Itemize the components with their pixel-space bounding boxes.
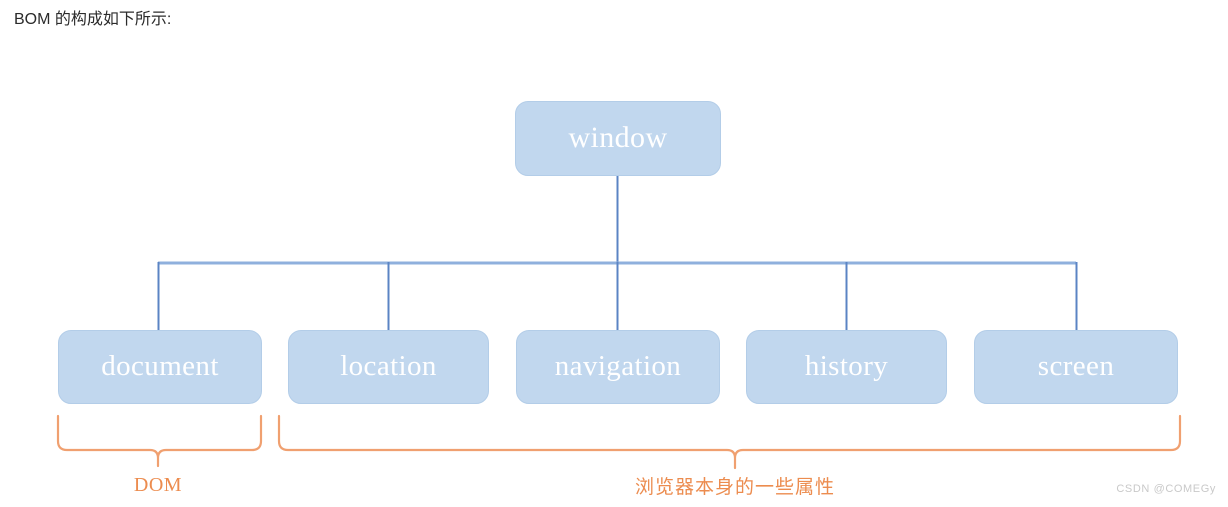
node-document[interactable]: document	[58, 330, 262, 404]
brace-browser-props	[277, 414, 1182, 470]
node-history[interactable]: history	[746, 330, 947, 404]
watermark: CSDN @COMEGy	[1116, 483, 1216, 495]
node-window-label: window	[568, 120, 668, 154]
group-caption-dom: DOM	[133, 474, 183, 496]
node-history-label: history	[804, 349, 889, 382]
node-screen-label: screen	[1037, 349, 1115, 382]
node-navigation[interactable]: navigation	[516, 330, 720, 404]
brace-dom	[56, 414, 263, 468]
group-caption-browser-props: 浏览器本身的一些属性	[634, 477, 835, 498]
node-navigation-label: navigation	[554, 349, 682, 382]
node-location[interactable]: location	[288, 330, 489, 404]
node-screen[interactable]: screen	[974, 330, 1178, 404]
node-document-label: document	[101, 349, 219, 382]
page-title: BOM 的构成如下所示:	[14, 11, 172, 28]
node-location-label: location	[340, 349, 437, 382]
node-window[interactable]: window	[515, 101, 721, 176]
